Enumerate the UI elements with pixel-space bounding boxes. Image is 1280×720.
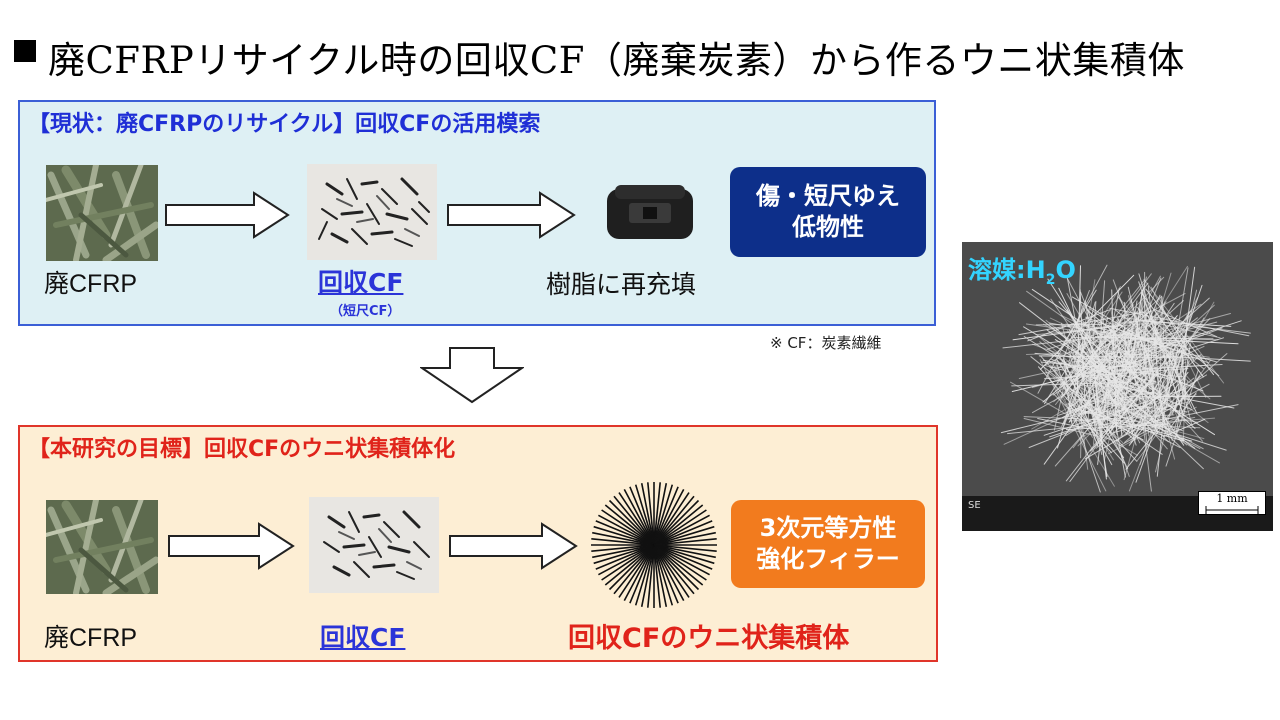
current-step3-label: 樹脂に再充填 [546, 271, 697, 299]
arrow-right-1 [165, 191, 290, 239]
current-step1-label: 廃CFRP [44, 270, 138, 298]
current-step2-sublabel: （短尺CF） [330, 304, 401, 319]
recovered-cf-photo [307, 164, 437, 260]
sem-scale-text: 1 mm [1216, 492, 1248, 505]
solvent-label: 溶媒:H2O [968, 250, 1076, 288]
low-property-badge: 傷・短尺ゆえ低物性 [730, 167, 926, 257]
arrow-right-4 [449, 522, 578, 570]
sem-micrograph [962, 242, 1273, 531]
goal-step3-label: 回収CFのウニ状集積体 [568, 623, 850, 654]
low-property-badge-line2: 低物性 [792, 213, 864, 241]
sem-detector-label: SE [968, 500, 981, 511]
sem-scale-bar: 1 mm [1198, 491, 1266, 515]
goal-step1-label: 廃CFRP [44, 624, 138, 652]
isotropic-filler-badge-line2: 強化フィラー [756, 545, 900, 573]
title-bullet-square [14, 40, 36, 62]
waste-cfrp-photo [46, 165, 158, 261]
current-step2-label: 回収CF [318, 268, 404, 297]
solvent-formula-subscript: 2 [1045, 271, 1056, 288]
resin-part-icon [607, 185, 693, 239]
urchin-sunburst-icon [591, 482, 717, 608]
solvent-formula-base: H [1025, 256, 1046, 284]
waste-cfrp-photo-2 [46, 500, 158, 594]
arrow-right-3 [168, 522, 295, 570]
isotropic-filler-badge-line1: 3次元等方性 [759, 513, 897, 542]
cf-footnote: ※ CF：炭素繊維 [770, 334, 882, 352]
current-state-heading: 【現状：廃CFRPのリサイクル】回収CFの活用模索 [28, 112, 541, 137]
isotropic-filler-badge: 3次元等方性強化フィラー [731, 500, 925, 588]
arrow-down [420, 347, 524, 404]
recovered-cf-photo-2 [309, 497, 439, 593]
arrow-right-2 [447, 191, 576, 239]
low-property-badge-line1: 傷・短尺ゆえ [756, 181, 900, 210]
page-title: 廃CFRPリサイクル時の回収CF（廃棄炭素）から作るウニ状集積体 [48, 39, 1185, 82]
solvent-formula-tail: O [1055, 256, 1076, 284]
goal-step2-label: 回収CF [320, 623, 406, 652]
solvent-label-prefix: 溶媒: [968, 256, 1026, 284]
research-goal-heading: 【本研究の目標】回収CFのウニ状集積体化 [28, 437, 456, 462]
